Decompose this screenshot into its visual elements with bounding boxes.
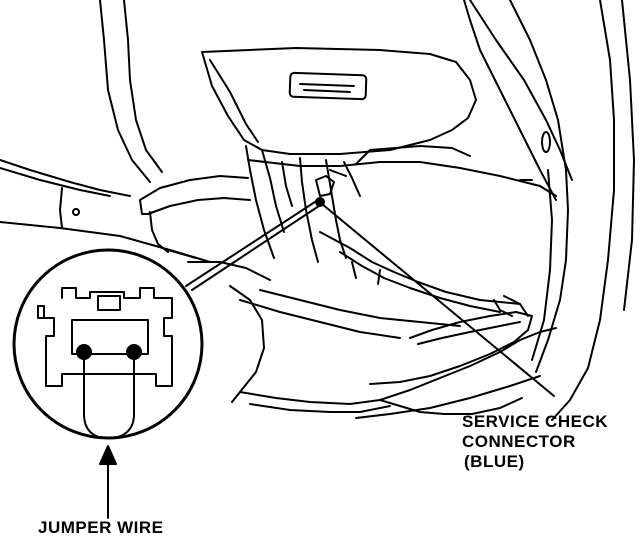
zoom-leader-lines: [185, 197, 325, 291]
service-check-label-line3: (BLUE): [464, 452, 525, 471]
service-check-connector-label: SERVICE CHECK CONNECTOR (BLUE): [462, 412, 608, 472]
service-check-label-line2: CONNECTOR: [462, 432, 576, 451]
service-check-label-line1: SERVICE CHECK: [462, 412, 608, 431]
right-door-pillar: [463, 0, 635, 421]
floor-panel: [229, 285, 557, 419]
zoom-connector-detail: [12, 248, 204, 440]
jumper-wire-loop: [83, 351, 135, 439]
left-door-frame: [0, 0, 211, 263]
under-dash-structure: [139, 145, 557, 339]
jumper-wire-arrow: [99, 445, 117, 519]
jumper-wire-label: JUMPER WIRE: [38, 518, 164, 537]
service-check-leader-line: [321, 203, 555, 397]
glove-box: [201, 47, 477, 155]
